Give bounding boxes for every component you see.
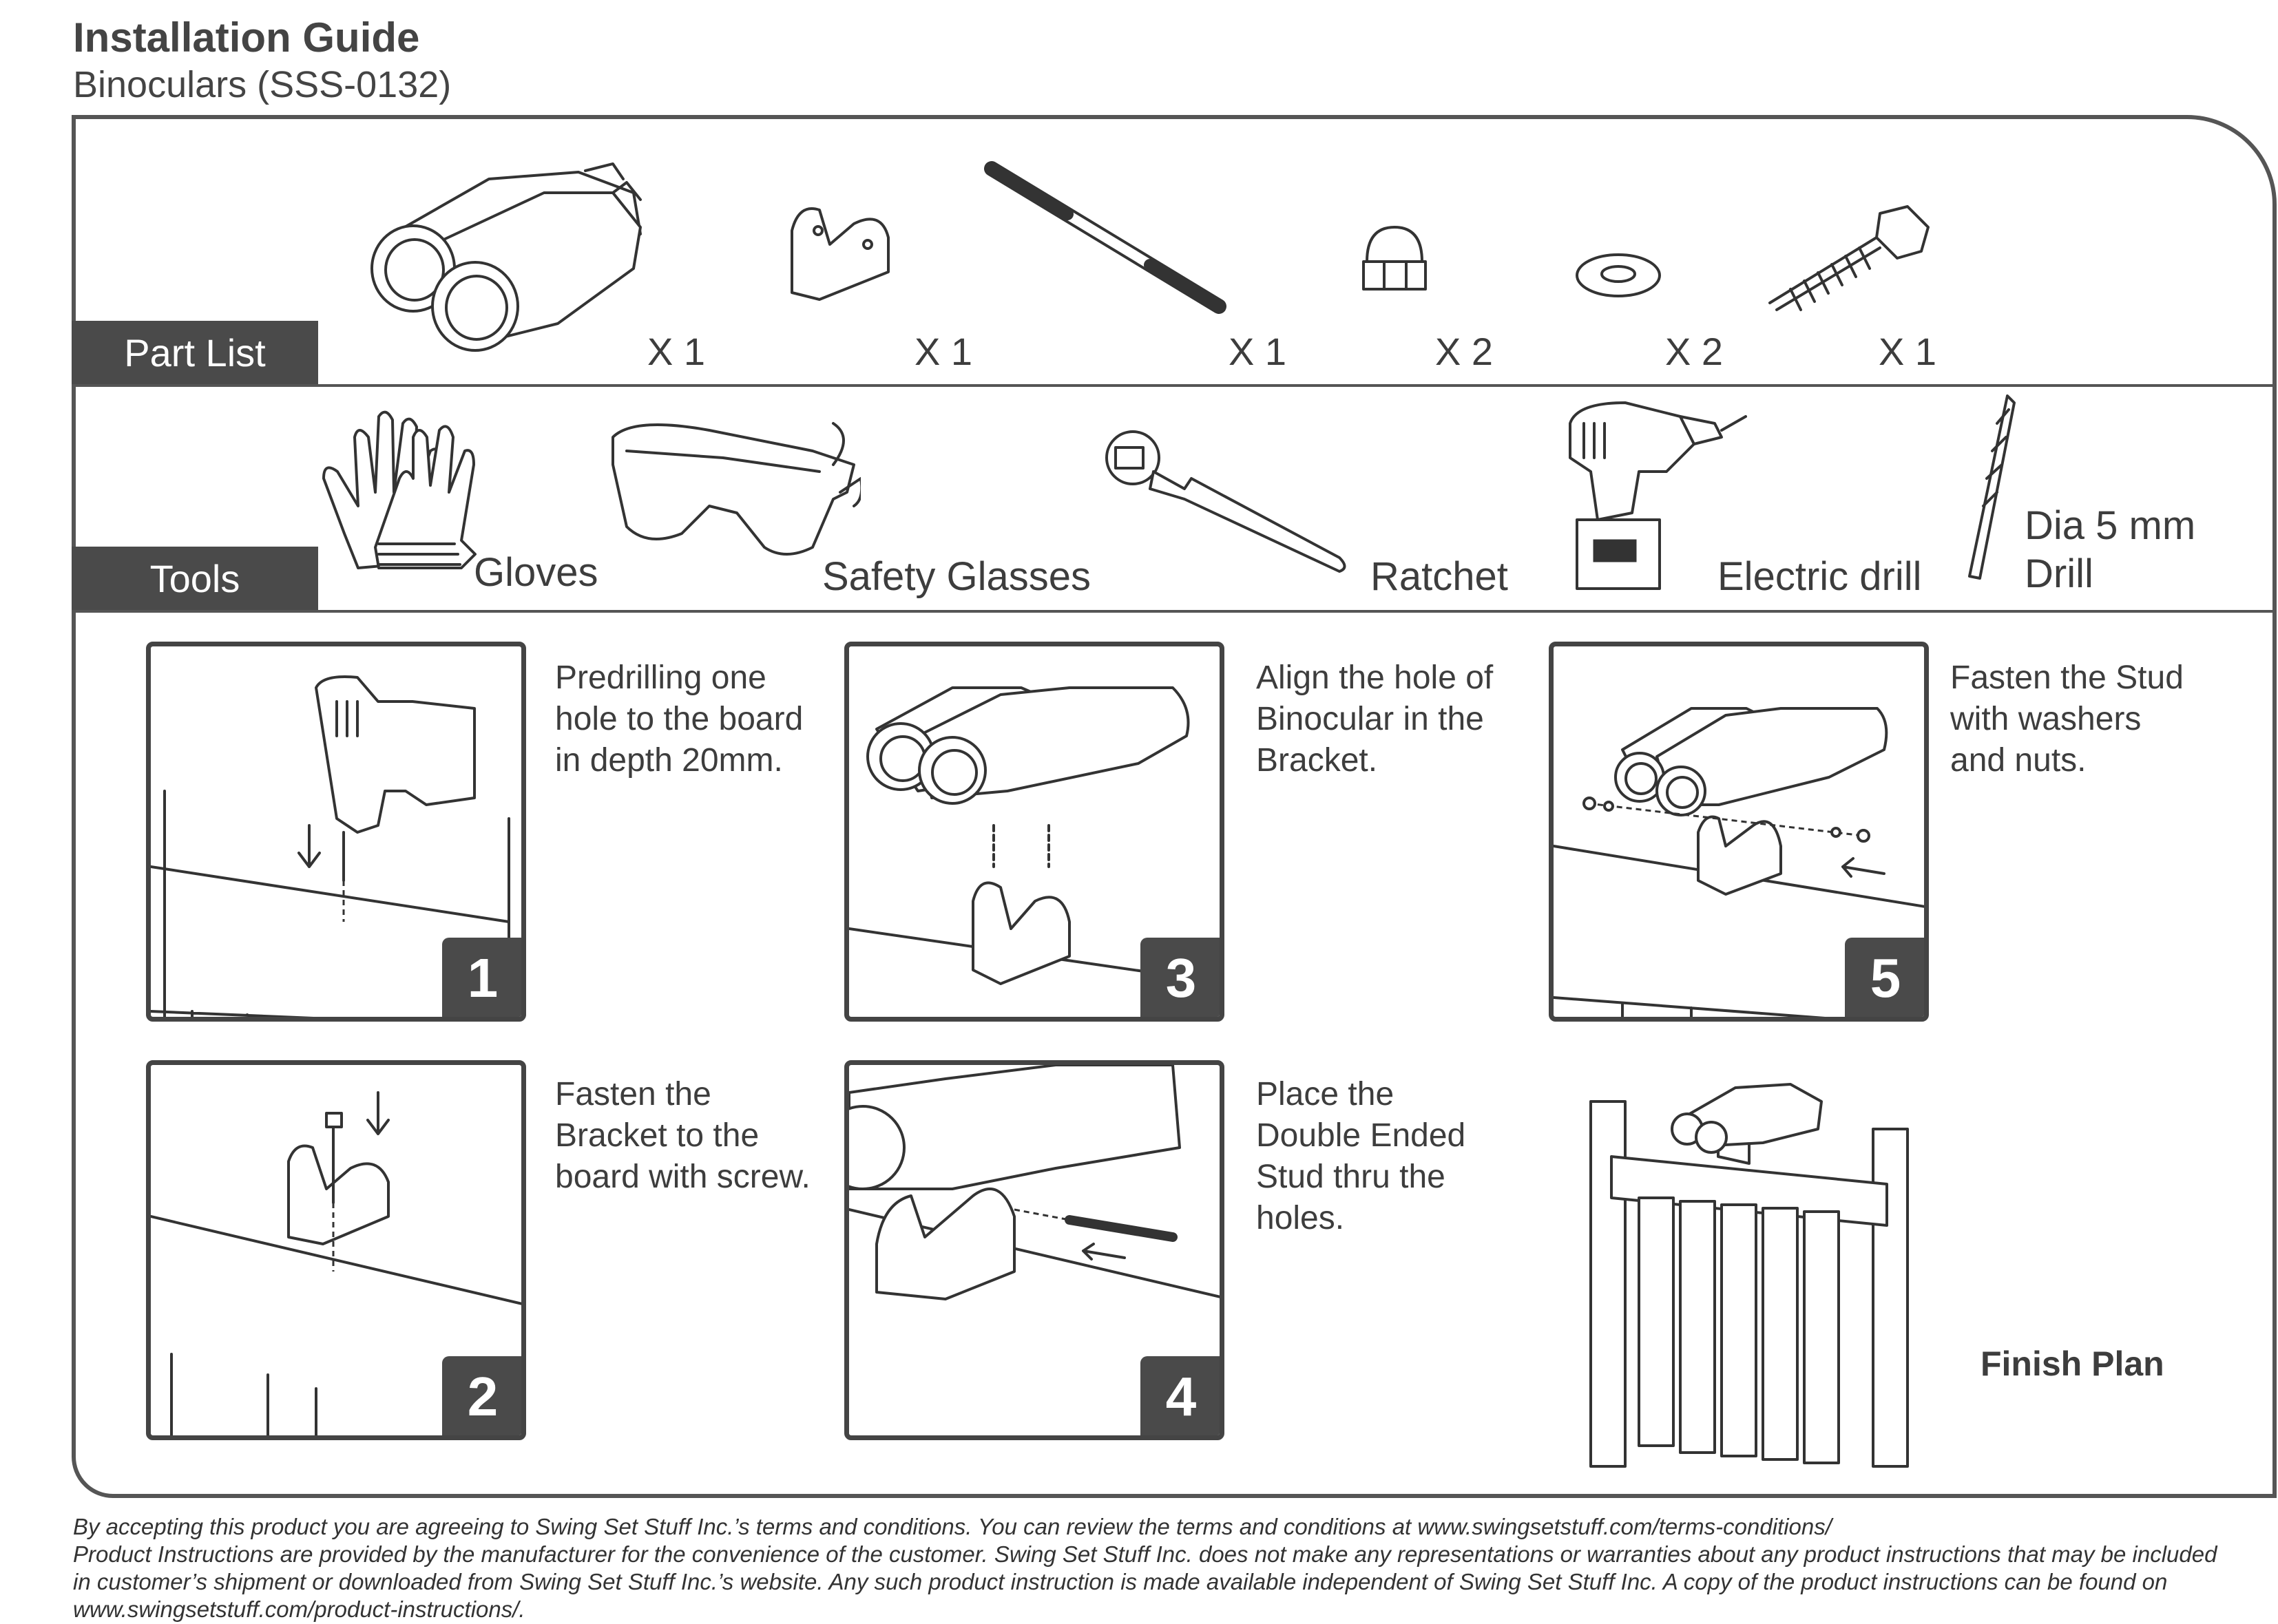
footer-line-2: Product Instructions are provided by the… [73, 1541, 2217, 1567]
tool-label-safety-glasses: Safety Glasses [822, 554, 1091, 599]
step-4-line-2: Double Ended [1256, 1117, 1466, 1154]
drill-bit-icon [1968, 394, 2016, 580]
part-qty-stud: X 1 [1229, 330, 1287, 373]
ratchet-icon [1105, 430, 1346, 573]
step-3-text: Align the hole of Binocular in the Brack… [1256, 657, 1493, 781]
gloves-icon [322, 410, 477, 569]
part-qty-bracket: X 1 [915, 330, 973, 373]
finish-plan-illustration [1589, 1083, 1909, 1468]
bracket-icon [791, 207, 890, 301]
step-1-illustration: 1 [146, 642, 526, 1022]
step-2-line-3: board with screw. [555, 1159, 811, 1195]
step-2-text: Fasten the Bracket to the board with scr… [555, 1074, 811, 1198]
safety-glasses-icon [612, 422, 861, 556]
step-4-line-1: Place the [1256, 1076, 1394, 1112]
part-qty-washer: X 2 [1665, 330, 1724, 373]
finish-plan-label: Finish Plan [1981, 1344, 2164, 1383]
tool-label-drill-size: Dia 5 mm [2025, 503, 2196, 548]
lag-screw-icon [1768, 205, 1930, 311]
tool-label-electric-drill: Electric drill [1717, 554, 1922, 599]
electric-drill-icon [1569, 401, 1747, 590]
step-2-line-1: Fasten the [555, 1076, 711, 1112]
footer-line-4: www.swingsetstuff.com/product-instructio… [73, 1596, 525, 1622]
step-2-number: 2 [442, 1356, 521, 1435]
tool-label-gloves: Gloves [474, 550, 598, 595]
part-qty-binoculars: X 1 [647, 330, 706, 373]
step-5-illustration: 5 [1549, 642, 1929, 1022]
acorn-nut-icon [1362, 226, 1427, 291]
step-3-line-1: Align the hole of [1256, 660, 1494, 696]
washer-icon [1576, 253, 1661, 297]
part-list-banner: Part List [72, 321, 318, 384]
document-title: Installation Guide [73, 14, 420, 61]
legal-footer: By accepting this product you are agreei… [73, 1513, 2277, 1623]
step-3-number: 3 [1140, 938, 1220, 1017]
document-subtitle: Binoculars (SSS-0132) [73, 64, 452, 105]
step-4-text: Place the Double Ended Stud thru the hol… [1256, 1074, 1465, 1239]
step-4-drawing [849, 1065, 1220, 1300]
step-3-line-2: Binocular in the [1256, 701, 1484, 737]
footer-line-3: in customer’s shipment or downloaded fro… [73, 1569, 2168, 1594]
step-2-illustration: 2 [146, 1060, 526, 1440]
step-4-line-4: holes. [1256, 1200, 1345, 1236]
step-2-drawing [151, 1091, 521, 1435]
step-1-drawing [151, 675, 510, 1017]
step-1-number: 1 [442, 938, 521, 1017]
step-1-line-1: Predrilling one [555, 660, 766, 696]
step-5-number: 5 [1845, 938, 1924, 1017]
step-3-illustration: 3 [844, 642, 1224, 1022]
step-2-line-2: Bracket to the [555, 1117, 760, 1154]
guide-frame [72, 115, 2277, 1498]
tools-banner: Tools [72, 547, 318, 610]
step-5-line-3: and nuts. [1950, 742, 2087, 779]
tool-label-ratchet: Ratchet [1370, 554, 1508, 599]
part-qty-acorn-nut: X 2 [1435, 330, 1494, 373]
divider-parts-tools [72, 384, 2277, 387]
step-1-line-3: in depth 20mm. [555, 742, 783, 779]
step-5-line-2: with washers [1950, 701, 2142, 737]
step-3-line-3: Bracket. [1256, 742, 1378, 779]
step-1-text: Predrilling one hole to the board in dep… [555, 657, 803, 781]
step-5-drawing [1554, 707, 1924, 1017]
step-4-number: 4 [1140, 1356, 1220, 1435]
binoculars-icon [370, 162, 642, 352]
footer-line-1: By accepting this product you are agreei… [73, 1514, 1832, 1539]
step-4-line-3: Stud thru the [1256, 1159, 1445, 1195]
part-qty-lag-screw: X 1 [1879, 330, 1937, 373]
step-4-illustration: 4 [844, 1060, 1224, 1440]
step-3-drawing [849, 686, 1220, 985]
step-1-line-2: hole to the board [555, 701, 804, 737]
step-5-line-1: Fasten the Stud [1950, 660, 2184, 696]
tool-label-drill: Drill [2025, 551, 2093, 596]
divider-tools-steps [72, 610, 2277, 613]
double-ended-stud-icon [984, 161, 1226, 314]
step-5-text: Fasten the Stud with washers and nuts. [1950, 657, 2184, 781]
